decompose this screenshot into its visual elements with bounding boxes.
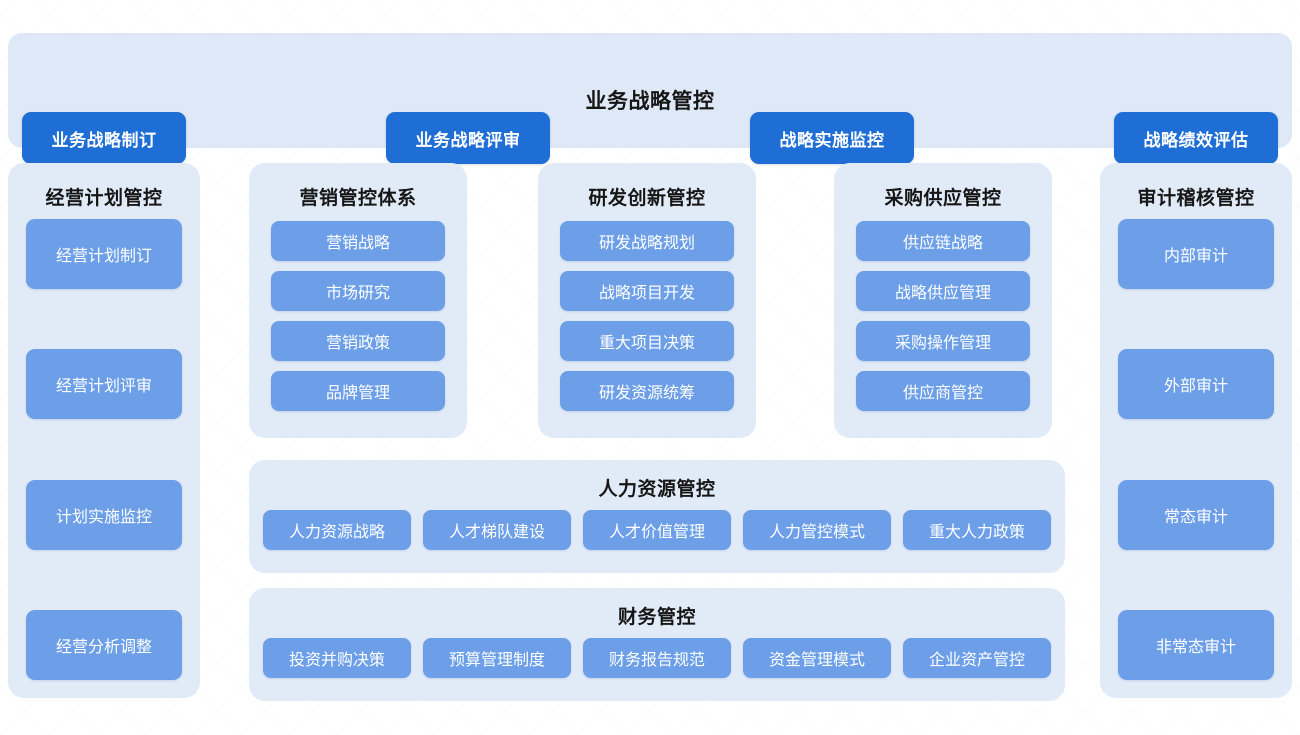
panel-items-rd-innovation-control: 研发战略规划 战略项目开发 重大项目决策 研发资源统筹 <box>560 221 734 411</box>
panel-title-rd-innovation-control: 研发创新管控 <box>588 187 706 209</box>
banner-button-strategy-performance-evaluation[interactable]: 战略绩效评估 <box>1114 112 1278 164</box>
chip-talent-value-management[interactable]: 人才价值管理 <box>583 510 731 550</box>
chip-enterprise-asset-control[interactable]: 企业资产管控 <box>903 638 1051 678</box>
chip-brand-management[interactable]: 品牌管理 <box>271 371 445 411</box>
banner-button-strategy-review[interactable]: 业务战略评审 <box>386 112 550 164</box>
panel-items-financial-control: 投资并购决策 预算管理制度 财务报告规范 资金管理模式 企业资产管控 <box>263 638 1051 678</box>
panel-audit-inspection-control: 审计稽核管控 内部审计 外部审计 常态审计 非常态审计 <box>1100 163 1292 698</box>
chip-non-routine-audit[interactable]: 非常态审计 <box>1118 609 1274 680</box>
chip-market-research[interactable]: 市场研究 <box>271 271 445 311</box>
panel-title-business-plan-control: 经营计划管控 <box>45 187 163 209</box>
chip-fund-management-model[interactable]: 资金管理模式 <box>743 638 891 678</box>
panel-marketing-control-system: 营销管控体系 营销战略 市场研究 营销政策 品牌管理 <box>249 163 467 438</box>
panel-items-human-resource-control: 人力资源战略 人才梯队建设 人才价值管理 人力管控模式 重大人力政策 <box>263 510 1051 550</box>
chip-major-hr-policy[interactable]: 重大人力政策 <box>903 510 1051 550</box>
chip-hr-strategy[interactable]: 人力资源战略 <box>263 510 411 550</box>
panel-items-procurement-supply-control: 供应链战略 战略供应管理 采购操作管理 供应商管控 <box>856 221 1030 411</box>
chip-strategic-project-development[interactable]: 战略项目开发 <box>560 271 734 311</box>
banner-button-strategy-implementation-monitoring[interactable]: 战略实施监控 <box>750 112 914 164</box>
chip-supply-chain-strategy[interactable]: 供应链战略 <box>856 221 1030 261</box>
chip-plan-review[interactable]: 经营计划评审 <box>26 349 182 420</box>
chip-internal-audit[interactable]: 内部审计 <box>1118 219 1274 289</box>
chip-marketing-policy[interactable]: 营销政策 <box>271 321 445 361</box>
panel-financial-control: 财务管控 投资并购决策 预算管理制度 财务报告规范 资金管理模式 企业资产管控 <box>249 588 1065 701</box>
chip-hr-control-model[interactable]: 人力管控模式 <box>743 510 891 550</box>
panel-title-human-resource-control: 人力资源管控 <box>598 478 716 500</box>
panel-business-plan-control: 经营计划管控 经营计划制订 经营计划评审 计划实施监控 经营分析调整 <box>8 163 200 698</box>
panel-title-procurement-supply-control: 采购供应管控 <box>884 187 1002 209</box>
panel-title-marketing-control-system: 营销管控体系 <box>299 187 417 209</box>
banner-title: 业务战略管控 <box>585 89 715 113</box>
chip-plan-analysis-adjustment[interactable]: 经营分析调整 <box>26 609 182 680</box>
chip-major-project-decision[interactable]: 重大项目决策 <box>560 321 734 361</box>
chip-plan-formulation[interactable]: 经营计划制订 <box>26 219 182 289</box>
chip-rd-strategy-planning[interactable]: 研发战略规划 <box>560 221 734 261</box>
chip-strategic-supply-management[interactable]: 战略供应管理 <box>856 271 1030 311</box>
chip-rd-resource-coordination[interactable]: 研发资源统筹 <box>560 371 734 411</box>
panel-rd-innovation-control: 研发创新管控 研发战略规划 战略项目开发 重大项目决策 研发资源统筹 <box>538 163 756 438</box>
panel-title-financial-control: 财务管控 <box>617 606 696 628</box>
chip-budget-management-system[interactable]: 预算管理制度 <box>423 638 571 678</box>
chip-external-audit[interactable]: 外部审计 <box>1118 349 1274 420</box>
chip-procurement-operation-management[interactable]: 采购操作管理 <box>856 321 1030 361</box>
chip-supplier-control[interactable]: 供应商管控 <box>856 371 1030 411</box>
business-strategy-banner: 业务战略管控 业务战略制订 业务战略评审 战略实施监控 战略绩效评估 <box>8 33 1292 164</box>
chip-investment-ma-decision[interactable]: 投资并购决策 <box>263 638 411 678</box>
panel-items-business-plan-control: 经营计划制订 经营计划评审 计划实施监控 经营分析调整 <box>26 219 182 680</box>
chip-plan-implementation-monitoring[interactable]: 计划实施监控 <box>26 479 182 550</box>
chip-financial-reporting-standards[interactable]: 财务报告规范 <box>583 638 731 678</box>
panel-human-resource-control: 人力资源管控 人力资源战略 人才梯队建设 人才价值管理 人力管控模式 重大人力政… <box>249 460 1065 573</box>
panel-items-marketing-control-system: 营销战略 市场研究 营销政策 品牌管理 <box>271 221 445 411</box>
chip-marketing-strategy[interactable]: 营销战略 <box>271 221 445 261</box>
panel-procurement-supply-control: 采购供应管控 供应链战略 战略供应管理 采购操作管理 供应商管控 <box>834 163 1052 438</box>
panel-title-audit-inspection-control: 审计稽核管控 <box>1137 187 1255 209</box>
chip-routine-audit[interactable]: 常态审计 <box>1118 479 1274 550</box>
chip-talent-echelon-building[interactable]: 人才梯队建设 <box>423 510 571 550</box>
banner-button-strategy-formulation[interactable]: 业务战略制订 <box>22 112 186 164</box>
panel-items-audit-inspection-control: 内部审计 外部审计 常态审计 非常态审计 <box>1118 219 1274 680</box>
banner-button-row: 业务战略制订 业务战略评审 战略实施监控 战略绩效评估 <box>22 112 1278 164</box>
main-band: 经营计划管控 经营计划制订 经营计划评审 计划实施监控 经营分析调整 营销管控体… <box>0 163 1300 701</box>
